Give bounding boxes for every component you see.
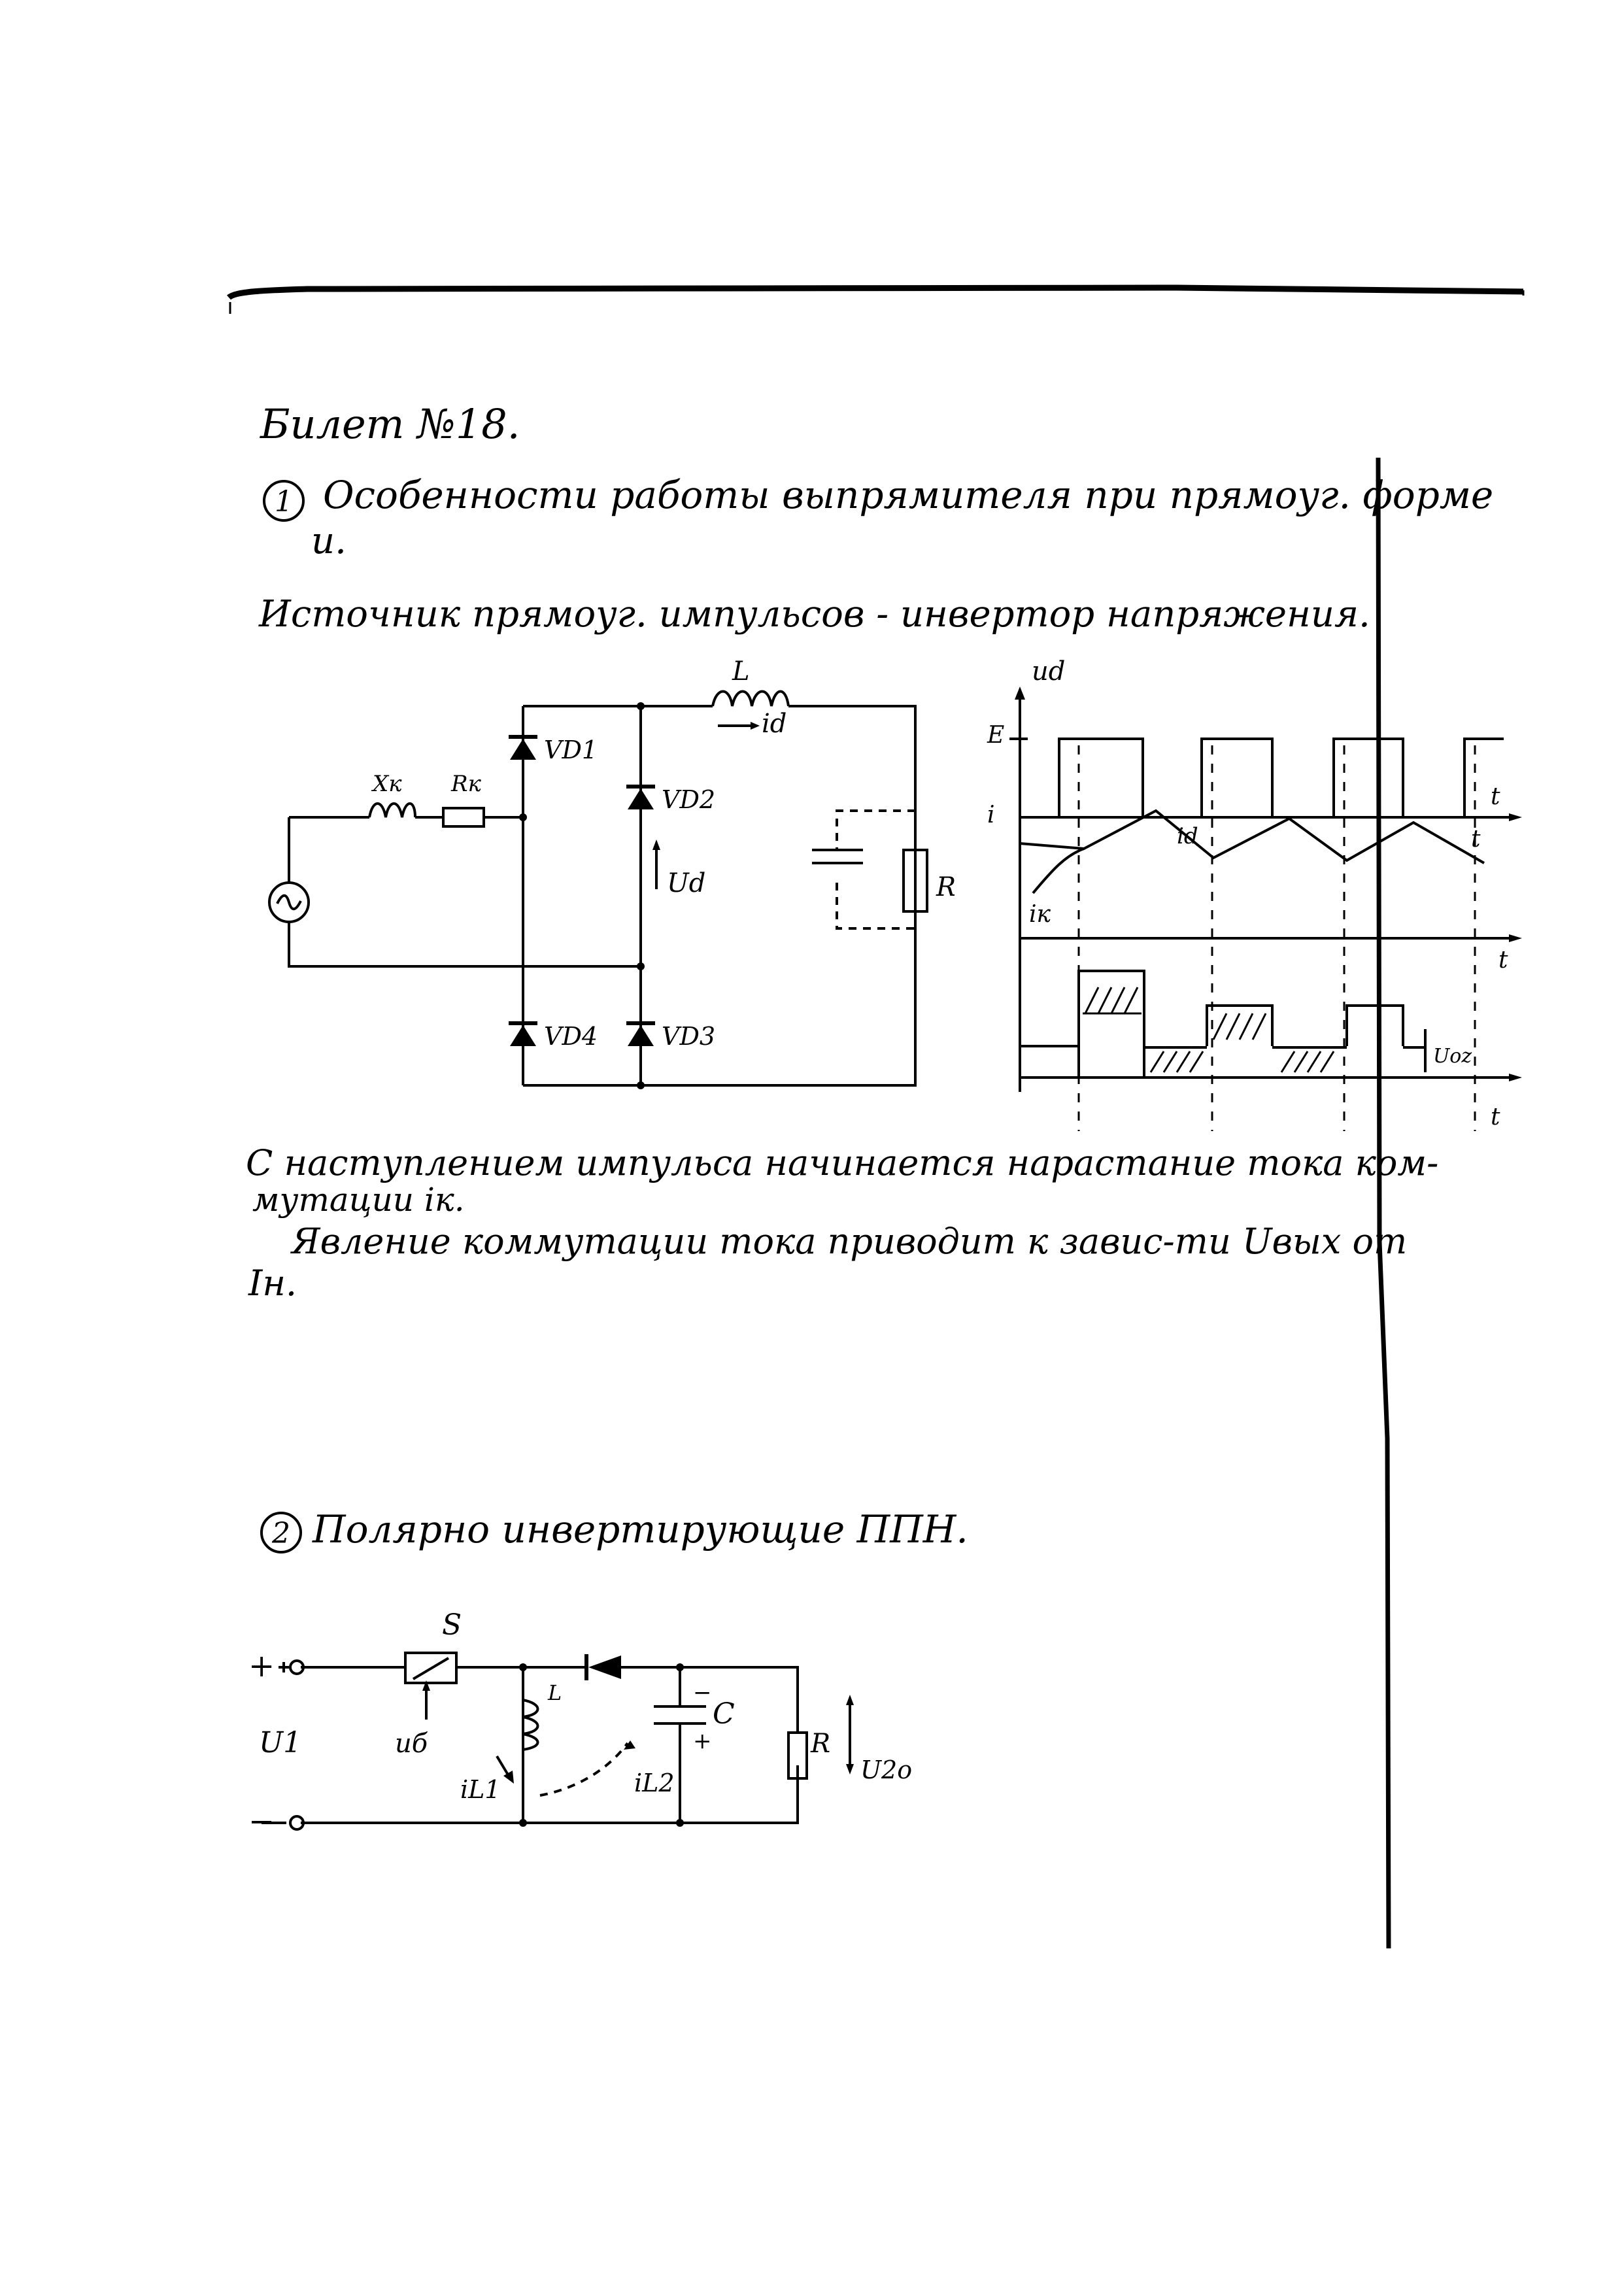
label-rn: Rн [936, 872, 955, 902]
label-switch-s: S [442, 1608, 462, 1642]
label-vd2: VD2 [662, 785, 715, 814]
label-t2: t [1471, 826, 1481, 853]
label-t4: t [1491, 1104, 1500, 1130]
question-1-heading-cont: и. [311, 520, 347, 562]
question-2-circle: 2 [260, 1512, 302, 1553]
label-cap-minus: − [693, 1680, 712, 1706]
inverting-converter-circuit: S + − U1 uб L iL1 iL2 C − + R U2o [248, 1608, 912, 1840]
label-t3: t [1498, 947, 1508, 974]
top-border-line [226, 284, 1525, 314]
q1-text-line-4: Iн. [248, 1263, 297, 1304]
label-ub: uб [395, 1729, 428, 1759]
question-1-circle: 1 [263, 480, 305, 522]
label-cap-c: C [713, 1697, 735, 1731]
question-1-subheading: Источник прямоуг. импульсов - инвертор н… [259, 593, 1370, 636]
question-1-number: 1 [275, 485, 293, 518]
ticket-title: Билет №18. [260, 400, 520, 448]
label-l: L [547, 1680, 562, 1705]
label-vd1: VD1 [544, 736, 598, 764]
label-vd4: VD4 [544, 1022, 598, 1051]
q1-text-line-2: мутации iк. [252, 1181, 465, 1219]
label-vd3: VD3 [662, 1022, 715, 1051]
label-current-id: id [762, 709, 787, 739]
question-2-heading: Полярно инвертирующие ППН. [313, 1507, 968, 1552]
label-inductor: L [732, 656, 750, 687]
label-u1: U1 [259, 1726, 301, 1759]
label-t1: t [1491, 783, 1500, 810]
label-il2: iL2 [634, 1769, 675, 1797]
rectifier-circuit: L id Xк Rк VD1 VD2 VD4 VD3 Ud Rн [268, 656, 955, 1089]
label-r: R [810, 1729, 830, 1759]
question-1-heading: Особенности работы выпрямителя при прямо… [323, 473, 1494, 517]
label-e-level: E [987, 722, 1004, 749]
label-u2: U2o [860, 1756, 912, 1784]
label-xk: Xк [371, 771, 402, 797]
label-ud: Ud [667, 868, 705, 898]
label-id-curve: id [1177, 823, 1198, 849]
label-i-axis: i [987, 802, 995, 828]
q1-text-line-3: Явление коммутации тока приводит к завис… [292, 1221, 1408, 1262]
label-il1: iL1 [460, 1775, 501, 1804]
q1-text-line-1: С наступлением импульса начинается нарас… [246, 1142, 1439, 1183]
label-ik-curve: iк [1029, 901, 1051, 928]
label-plus: + [248, 1648, 275, 1684]
label-minus: − [248, 1803, 275, 1840]
label-cap-plus: + [693, 1728, 712, 1754]
label-rk: Rк [450, 771, 482, 797]
label-ud-axis: ud [1032, 656, 1065, 687]
question-2-number: 2 [271, 1517, 290, 1550]
label-uoz: Uoz [1433, 1045, 1472, 1068]
timing-graphs: ud E i t t t t id iк Uoz [987, 656, 1522, 1131]
